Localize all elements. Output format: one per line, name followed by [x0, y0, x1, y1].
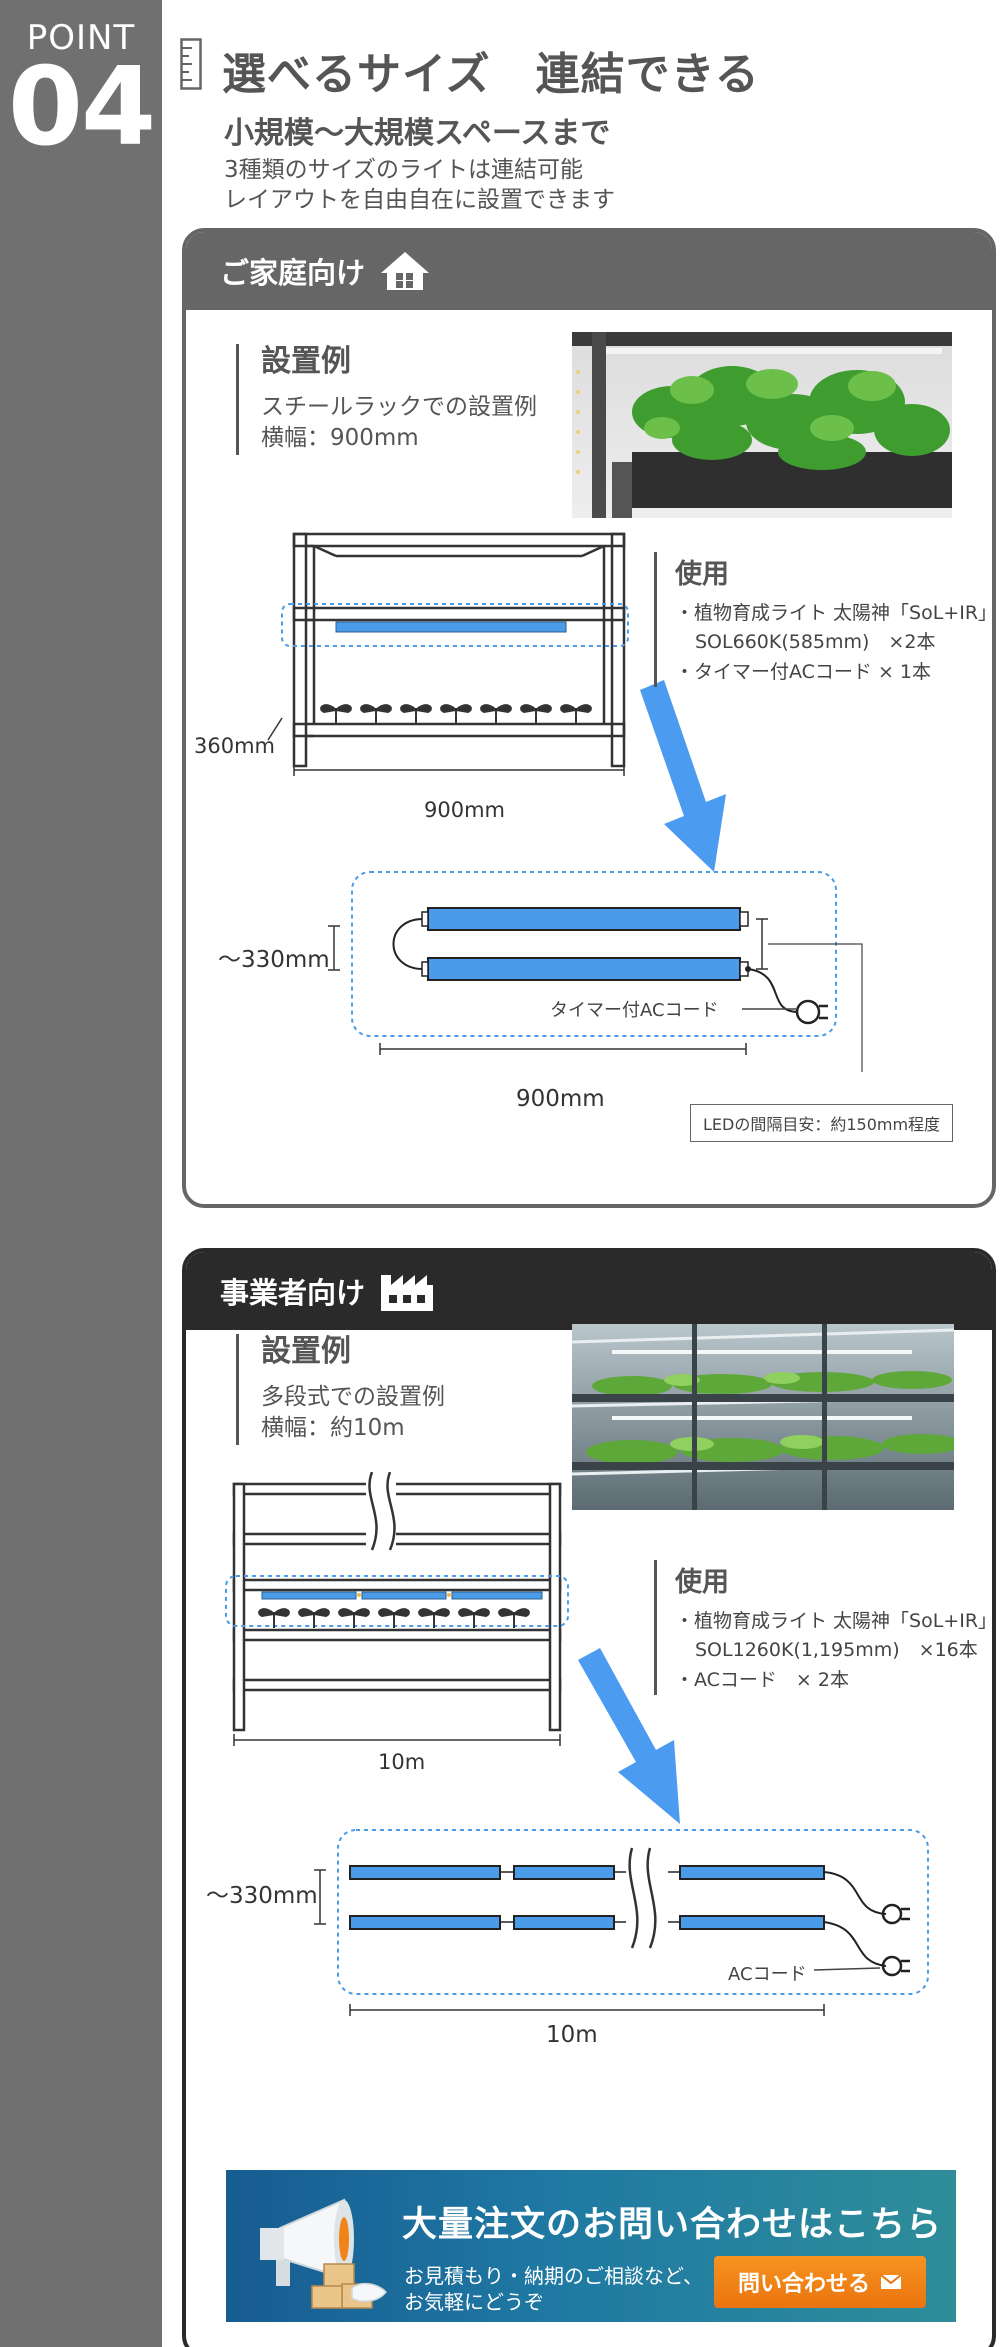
home-use-card: ご家庭向け 設置例 スチールラックでの設置例 横幅：900mm	[182, 228, 996, 1208]
point-sidebar: POINT 04	[0, 0, 162, 2347]
steel-rack-photo	[572, 332, 952, 518]
business-use-card: 事業者向け 設置例 多段式での設置例 横幅：約10m	[182, 1248, 996, 2347]
home-rack-width: 900mm	[424, 798, 505, 822]
home-example-desc: スチールラックでの設置例	[261, 394, 537, 420]
business-usage-cord: ・ACコード × 2本	[675, 1668, 849, 1691]
business-rack-diagram	[225, 1472, 929, 2016]
home-card-title: ご家庭向け	[220, 256, 366, 290]
factory-icon	[381, 1275, 434, 1311]
description-line-1: 3種類のサイズのライトは連結可能	[224, 157, 583, 183]
business-light-height: 〜330mm	[206, 1883, 318, 1909]
business-usage-block: 使用 ・植物育成ライト 太陽神「SoL+IR」 SOL1260K(1,195mm…	[654, 1560, 996, 1696]
home-rack-depth: 360mm	[194, 734, 275, 758]
home-example-title: 設置例	[261, 344, 351, 379]
business-light-width: 10m	[546, 2022, 598, 2048]
ruler-icon	[180, 38, 202, 90]
business-example-desc: 多段式での設置例	[261, 1384, 445, 1410]
home-usage-block: 使用 ・植物育成ライト 太陽神「SoL+IR」 SOL660K(585mm) ×…	[654, 552, 996, 688]
bulk-order-banner[interactable]: 大量注文のお問い合わせはこちら お見積もり・納期のご相談など、 お気軽にどうぞ …	[226, 2170, 956, 2322]
point-label: POINT	[26, 18, 136, 58]
contact-button-label: 問い合わせる	[737, 2272, 870, 2297]
mail-icon	[880, 2274, 902, 2289]
home-light-width: 900mm	[516, 1086, 605, 1112]
banner-title: 大量注文のお問い合わせはこちら	[402, 2205, 943, 2245]
business-usage-product: ・植物育成ライト 太陽神「SoL+IR」	[675, 1610, 996, 1632]
description-line-2: レイアウトを自由自在に設置できます	[224, 187, 615, 213]
business-example-width: 横幅：約10m	[261, 1415, 405, 1442]
business-example-title: 設置例	[261, 1334, 351, 1369]
banner-text-2: お気軽にどうぞ	[404, 2290, 544, 2314]
contact-button[interactable]: 問い合わせる	[714, 2256, 926, 2308]
home-usage-title: 使用	[675, 559, 729, 590]
banner-text-1: お見積もり・納期のご相談など、	[404, 2264, 703, 2288]
home-usage-cord: ・タイマー付ACコード × 1本	[675, 660, 932, 683]
business-cord-label: ACコード	[728, 1964, 807, 1985]
megaphone-icon	[260, 2198, 388, 2309]
page-title: 選べるサイズ 連結できる	[222, 49, 760, 100]
house-icon	[381, 252, 430, 290]
home-light-height: 〜330mm	[218, 947, 330, 973]
home-usage-product: ・植物育成ライト 太陽神「SoL+IR」	[675, 602, 996, 624]
business-rack-width: 10m	[378, 1750, 426, 1774]
business-card-title: 事業者向け	[220, 1276, 366, 1310]
home-example-width: 横幅：900mm	[261, 425, 419, 452]
multi-tier-photo	[572, 1324, 954, 1510]
point-number: 04	[7, 45, 156, 170]
business-usage-model: SOL1260K(1,195mm) ×16本	[695, 1639, 978, 1662]
home-cord-label: タイマー付ACコード	[550, 1000, 719, 1021]
page-subtitle: 小規模〜大規模スペースまで	[224, 116, 611, 151]
home-card-header: ご家庭向け	[186, 232, 992, 310]
business-example-block: 設置例 多段式での設置例 横幅：約10m	[236, 1334, 445, 1445]
business-usage-title: 使用	[675, 1567, 729, 1598]
home-rack-diagram	[267, 532, 863, 1072]
home-example-block: 設置例 スチールラックでの設置例 横幅：900mm	[236, 344, 537, 455]
business-card-header: 事業者向け	[186, 1252, 992, 1330]
home-spacing-note: LEDの間隔目安：約150mm程度	[690, 1104, 954, 1142]
home-usage-model: SOL660K(585mm) ×2本	[695, 631, 936, 654]
